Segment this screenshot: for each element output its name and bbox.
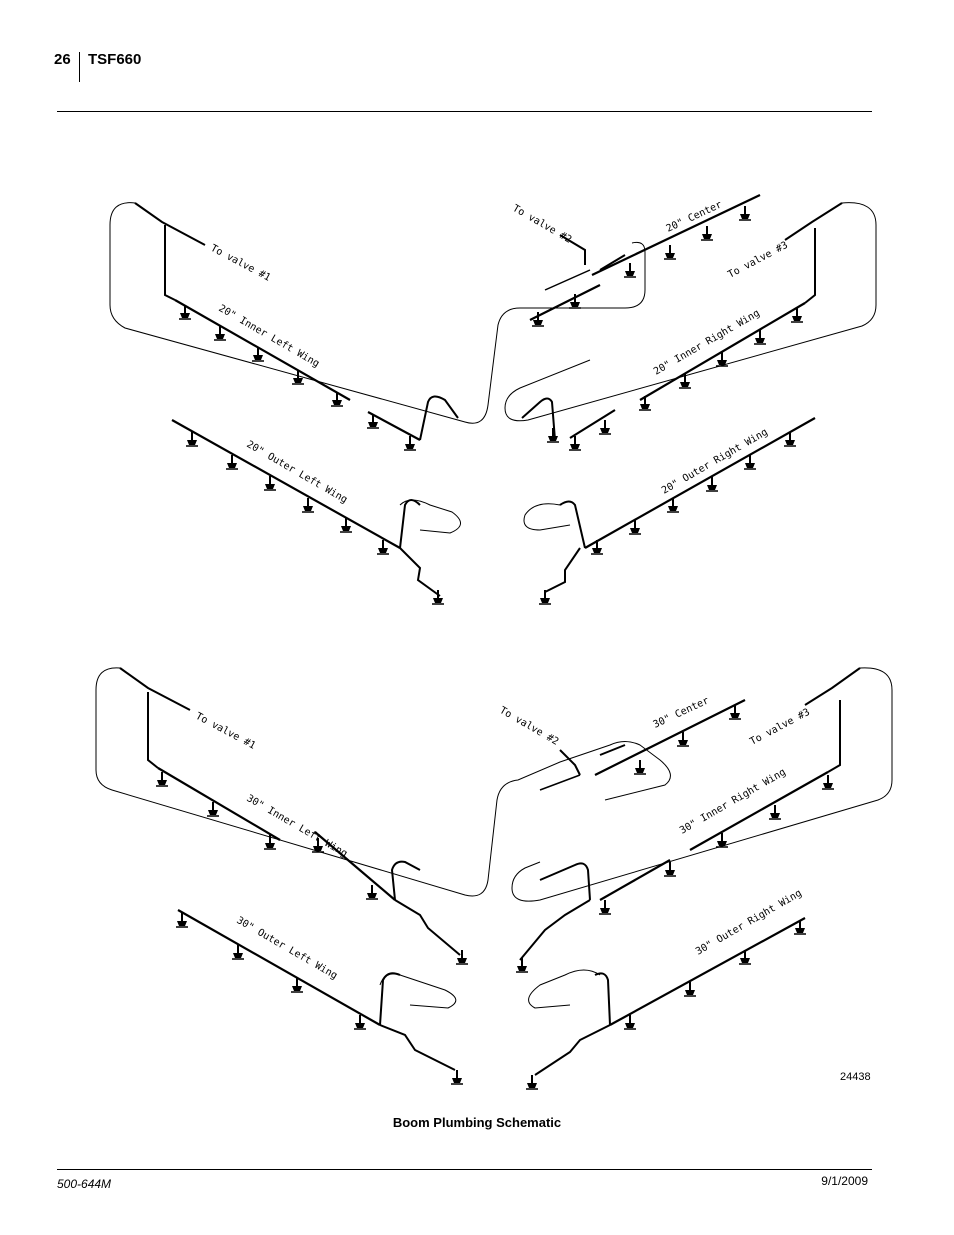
top-label-valve2: To valve #2 xyxy=(511,203,574,246)
bottom-label-valve3: To valve #3 xyxy=(748,707,812,748)
doc-number: 500-644M xyxy=(57,1177,112,1191)
model-name: TSF660 xyxy=(88,51,142,68)
bottom-nozzles xyxy=(155,704,835,1090)
top-label-inner-right: 20" Inner Right Wing xyxy=(652,308,762,378)
bottom-label-outer-right: 30" Outer Right Wing xyxy=(694,888,804,958)
bottom-label-inner-left: 30" Inner Left Wing xyxy=(245,793,350,860)
page-number: 26 xyxy=(54,51,71,68)
top-label-outer-left: 20" Outer Left Wing xyxy=(245,439,350,506)
top-label-valve1: To valve #1 xyxy=(209,243,273,284)
bottom-label-valve2: To valve #2 xyxy=(498,705,561,748)
bottom-labels: To valve #1 30" Inner Left Wing 30" Oute… xyxy=(194,695,812,981)
top-label-inner-left: 20" Inner Left Wing xyxy=(217,303,322,370)
doc-date: 9/1/2009 xyxy=(821,1174,868,1188)
bottom-label-valve1: To valve #1 xyxy=(194,711,258,752)
top-labels: To valve #1 20" Inner Left Wing 20" Oute… xyxy=(209,199,790,505)
top-nozzles xyxy=(178,205,804,605)
bottom-label-center: 30" Center xyxy=(652,695,711,730)
bottom-schematic xyxy=(95,667,893,1076)
footer-rule xyxy=(57,1169,872,1170)
header-divider xyxy=(79,52,80,82)
top-schematic xyxy=(109,194,877,597)
header-rule xyxy=(57,111,872,112)
top-label-valve3: To valve #3 xyxy=(726,240,790,281)
figure-caption: Boom Plumbing Schematic xyxy=(392,1115,562,1130)
figure-number: 24438 xyxy=(840,1071,871,1083)
